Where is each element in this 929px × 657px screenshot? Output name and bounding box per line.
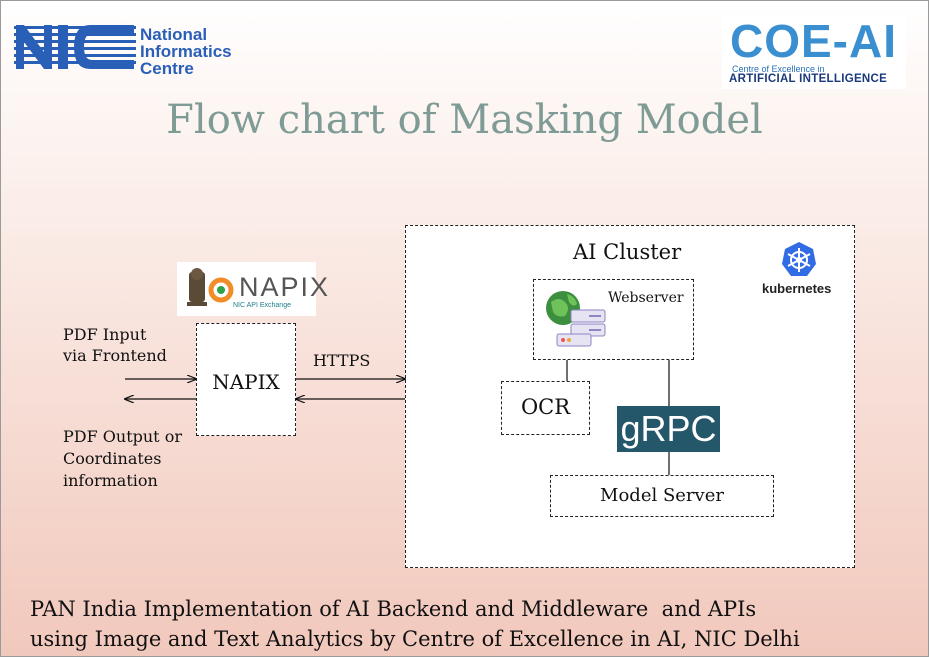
webserver-label: Webserver — [608, 290, 684, 306]
input-label-line-1: PDF Input — [63, 325, 147, 344]
nic-logo-mark — [14, 25, 136, 69]
footer-line-1: PAN India Implementation of AI Backend a… — [30, 597, 757, 621]
output-label: PDF Output or Coordinates information — [63, 426, 182, 492]
footer-line-2: using Image and Text Analytics by Centre… — [30, 627, 800, 651]
kubernetes-label: kubernetes — [762, 281, 832, 296]
model-server-box: Model Server — [550, 475, 774, 517]
napix-box-label: NAPIX — [212, 370, 280, 394]
footer-text: PAN India Implementation of AI Backend a… — [30, 594, 800, 654]
input-label: PDF Input via Frontend — [63, 324, 167, 366]
coe-logo-sub1: Centre of Excellence in — [732, 64, 825, 74]
napix-box: NAPIX — [196, 323, 296, 436]
ocr-box: OCR — [501, 381, 590, 435]
napix-logo-word: NAPIX — [239, 272, 331, 302]
nic-line-3: Centre — [140, 59, 194, 78]
nic-line-2: Informatics — [140, 42, 232, 61]
ocr-label: OCR — [520, 395, 571, 419]
https-label: HTTPS — [313, 351, 371, 370]
output-label-line-1: PDF Output or — [63, 427, 182, 446]
nic-line-1: National — [140, 25, 208, 44]
input-label-line-2: via Frontend — [63, 346, 167, 365]
output-label-line-3: information — [63, 471, 158, 490]
napix-logo-sub: NIC API Exchange — [233, 302, 291, 309]
kubernetes-icon — [782, 242, 816, 276]
coe-logo-sub2: ARTIFICIAL INTELLIGENCE — [729, 73, 888, 85]
webserver-icon — [546, 291, 606, 347]
cluster-title: AI Cluster — [573, 240, 682, 264]
slide-title: Flow chart of Masking Model — [166, 97, 763, 143]
emblem-icon — [187, 268, 234, 306]
output-label-line-2: Coordinates — [63, 449, 162, 468]
model-server-label: Model Server — [600, 485, 724, 506]
grpc-logo: gRPC — [617, 406, 720, 452]
coe-logo-background — [722, 15, 906, 89]
coe-logo-main: COE-AI — [730, 15, 897, 67]
nic-logo-text: National Informatics Centre — [140, 26, 232, 77]
